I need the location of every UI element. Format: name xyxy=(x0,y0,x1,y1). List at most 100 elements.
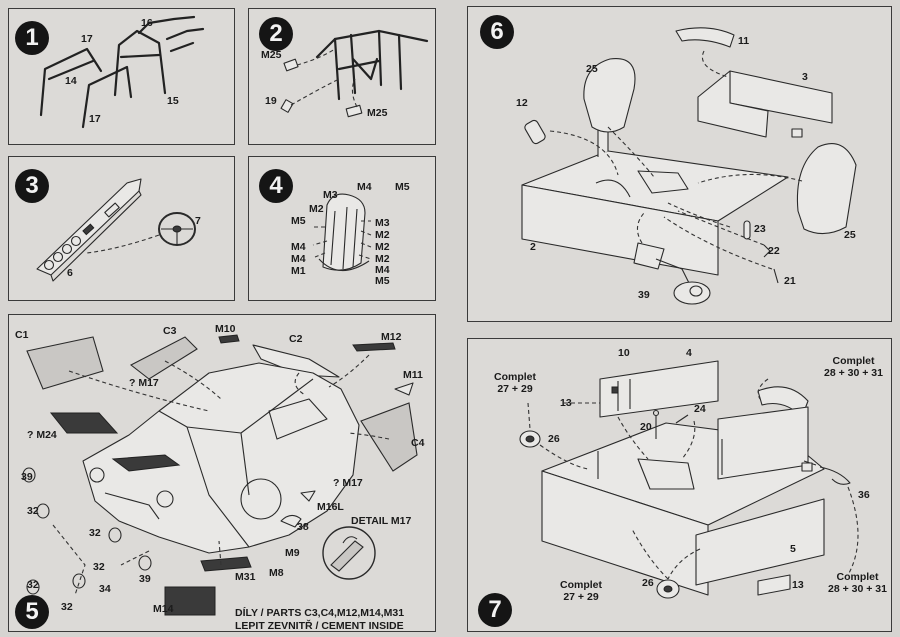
part-label: M3 xyxy=(323,189,338,201)
complet-title: Complet xyxy=(494,371,536,383)
step-1-panel: 1 16 17 14 15 17 xyxy=(8,8,235,145)
part-label: 13 xyxy=(792,579,804,591)
complet-title: Complet xyxy=(560,579,602,591)
part-label: 32 xyxy=(27,505,39,517)
part-label: 39 xyxy=(638,289,650,301)
part-label: 32 xyxy=(27,579,39,591)
part-label: M5 xyxy=(375,275,390,287)
part-label: 21 xyxy=(784,275,796,287)
part-label: 39 xyxy=(139,573,151,585)
part-label: M25 xyxy=(261,49,282,61)
part-label: 19 xyxy=(265,95,277,107)
part-label: 23 xyxy=(754,223,766,235)
part-label: M2 xyxy=(375,229,390,241)
part-label: M4 xyxy=(375,264,390,276)
part-label: 32 xyxy=(93,561,105,573)
part-label: 4 xyxy=(686,347,692,359)
part-label: 26 xyxy=(642,577,654,589)
step-2-panel: 2 M25 19 M25 xyxy=(248,8,436,145)
part-label: 7 xyxy=(195,215,201,227)
part-label: M4 xyxy=(357,181,372,193)
complet-label: Complet 28 + 30 + 31 xyxy=(824,355,883,379)
part-label: C2 xyxy=(289,333,303,345)
part-label: ? M24 xyxy=(27,429,57,441)
cement-inside-note: DÍLY / PARTS C3,C4,M12,M14,M31 LEPIT ZEV… xyxy=(235,607,404,633)
part-label: M2 xyxy=(309,203,324,215)
complet-label: Complet 28 + 30 + 31 xyxy=(828,571,887,595)
part-label: M1 xyxy=(291,265,306,277)
part-label: 11 xyxy=(738,35,750,47)
part-label: 32 xyxy=(61,601,73,613)
part-label: 5 xyxy=(790,543,796,555)
roll-cage-parts-drawing xyxy=(39,15,205,129)
complet-label: Complet 27 + 29 xyxy=(494,371,536,395)
part-label: 6 xyxy=(67,267,73,279)
step-number-badge: 4 xyxy=(259,169,293,203)
part-label: 22 xyxy=(768,245,780,257)
part-label: M5 xyxy=(395,181,410,193)
part-label: M4 xyxy=(291,241,306,253)
part-label: 16 xyxy=(141,17,153,29)
complet-parts: 28 + 30 + 31 xyxy=(824,367,883,379)
complet-title: Complet xyxy=(832,355,875,367)
car-body-glazing-drawing xyxy=(22,334,418,616)
part-label: 26 xyxy=(548,433,560,445)
part-label: 38 xyxy=(297,521,309,533)
part-label: M8 xyxy=(269,567,284,579)
part-label: M16L xyxy=(317,501,344,513)
part-label: M5 xyxy=(291,215,306,227)
part-label: 12 xyxy=(516,97,528,109)
part-label: ? M17 xyxy=(129,377,159,389)
part-label: 10 xyxy=(618,347,630,359)
part-label: M11 xyxy=(403,369,423,381)
part-label: 15 xyxy=(167,95,179,107)
interior-floor-assembly-drawing xyxy=(521,27,857,305)
cement-note-line: LEPIT ZEVNITŘ / CEMENT INSIDE xyxy=(235,620,404,632)
part-label: C4 xyxy=(411,437,425,449)
step-3-panel: 3 7 6 xyxy=(8,156,235,301)
part-label: 20 xyxy=(640,421,652,433)
part-label: 32 xyxy=(89,527,101,539)
part-label: M14 xyxy=(153,603,174,615)
complet-title: Complet xyxy=(836,571,879,583)
part-label: 17 xyxy=(81,33,93,45)
step-number-badge: 7 xyxy=(478,593,512,627)
part-label: 34 xyxy=(99,583,111,595)
step-6-panel: 6 11 25 3 1 xyxy=(467,6,892,322)
part-label: 14 xyxy=(65,75,77,87)
complet-parts: 28 + 30 + 31 xyxy=(828,583,887,595)
complet-parts: 27 + 29 xyxy=(497,383,533,395)
part-label: M12 xyxy=(381,331,402,343)
part-label: M9 xyxy=(285,547,300,559)
parts-note-line: DÍLY / PARTS C3,C4,M12,M14,M31 xyxy=(235,607,405,619)
part-label: 3 xyxy=(802,71,808,83)
part-label: M2 xyxy=(375,241,390,253)
step-5-panel: 5 xyxy=(8,314,436,632)
interior-rear-assembly-drawing xyxy=(519,360,859,599)
step-number-badge: 5 xyxy=(15,595,49,629)
dashboard-steering-wheel-drawing xyxy=(36,178,196,282)
part-label: ? M17 xyxy=(333,477,363,489)
step-number-badge: 3 xyxy=(15,169,49,203)
part-label: 25 xyxy=(844,229,856,241)
roll-cage-attachment-drawing xyxy=(280,29,429,118)
complet-label: Complet 27 + 29 xyxy=(560,579,602,603)
seat-assembly-drawing xyxy=(312,193,372,272)
part-label: 36 xyxy=(858,489,870,501)
step-4-panel: 4 M3 M4 M5 M2 M5 M3 M2 M2 M4 M4 M2 M4 M1… xyxy=(248,156,436,301)
part-label: 39 xyxy=(21,471,33,483)
part-label: M2 xyxy=(375,253,390,265)
part-label: 25 xyxy=(586,63,598,75)
step-7-panel: 7 xyxy=(467,338,892,632)
part-label: 2 xyxy=(530,241,536,253)
part-label: 13 xyxy=(560,397,572,409)
part-label: 24 xyxy=(694,403,706,415)
part-label: M3 xyxy=(375,217,390,229)
part-label: M31 xyxy=(235,571,256,583)
part-label: 17 xyxy=(89,113,101,125)
step-number-badge: 2 xyxy=(259,17,293,51)
part-label: C3 xyxy=(163,325,177,337)
part-label: M4 xyxy=(291,253,306,265)
step-number-badge: 6 xyxy=(480,15,514,49)
complet-parts: 27 + 29 xyxy=(563,591,599,603)
